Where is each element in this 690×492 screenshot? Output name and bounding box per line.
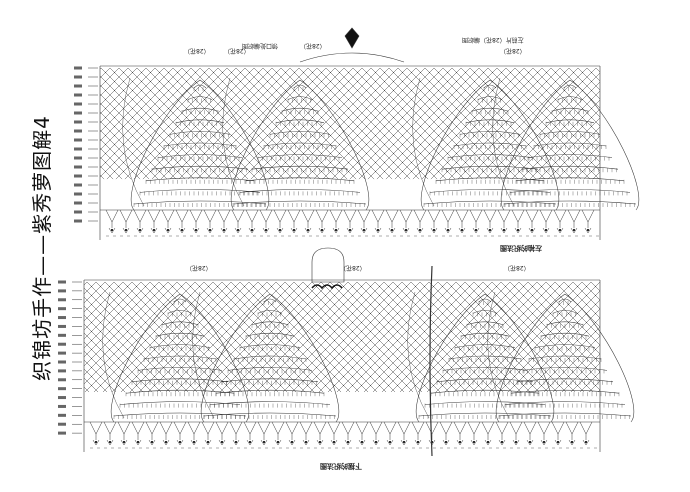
bottom-row-ticks bbox=[58, 280, 82, 435]
top-pineapple-motif bbox=[492, 77, 640, 211]
bottom-dim-label-center: （28花） bbox=[340, 264, 366, 271]
top-lattice bbox=[100, 67, 600, 180]
bottom-lattice bbox=[84, 281, 600, 393]
bottom-split-line bbox=[429, 265, 433, 457]
top-chart-panel bbox=[74, 27, 640, 240]
top-fringe-row bbox=[100, 209, 600, 237]
top-dim-label-left: （28花） bbox=[184, 47, 210, 54]
top-right-note: 左前片（28花）编织图 bbox=[462, 36, 524, 43]
bottom-panel-caption: 下摆的织法图 bbox=[320, 462, 362, 470]
bottom-chart-panel bbox=[58, 247, 635, 457]
bottom-dim-label-left: （28花） bbox=[186, 264, 212, 271]
bottom-dim-label-right: （28花） bbox=[504, 264, 530, 271]
top-note-a: 领口处编织图 bbox=[242, 42, 279, 49]
top-dim-label-right: （28花） bbox=[500, 47, 526, 54]
bottom-fringe-row bbox=[84, 421, 600, 449]
bottom-pineapple-motif bbox=[407, 291, 555, 423]
top-neck-marker bbox=[299, 27, 405, 63]
top-pineapple-motif bbox=[222, 77, 370, 211]
top-note-b: （28花） bbox=[300, 42, 326, 49]
bottom-pineapple-motif bbox=[102, 291, 250, 423]
bottom-neck-cutout bbox=[311, 247, 345, 290]
bottom-pineapple-motif bbox=[192, 291, 340, 423]
top-row-ticks bbox=[74, 66, 98, 223]
top-bottom-caption: 左袖的织法图 bbox=[500, 244, 542, 252]
bottom-pineapple-motif bbox=[487, 291, 635, 423]
